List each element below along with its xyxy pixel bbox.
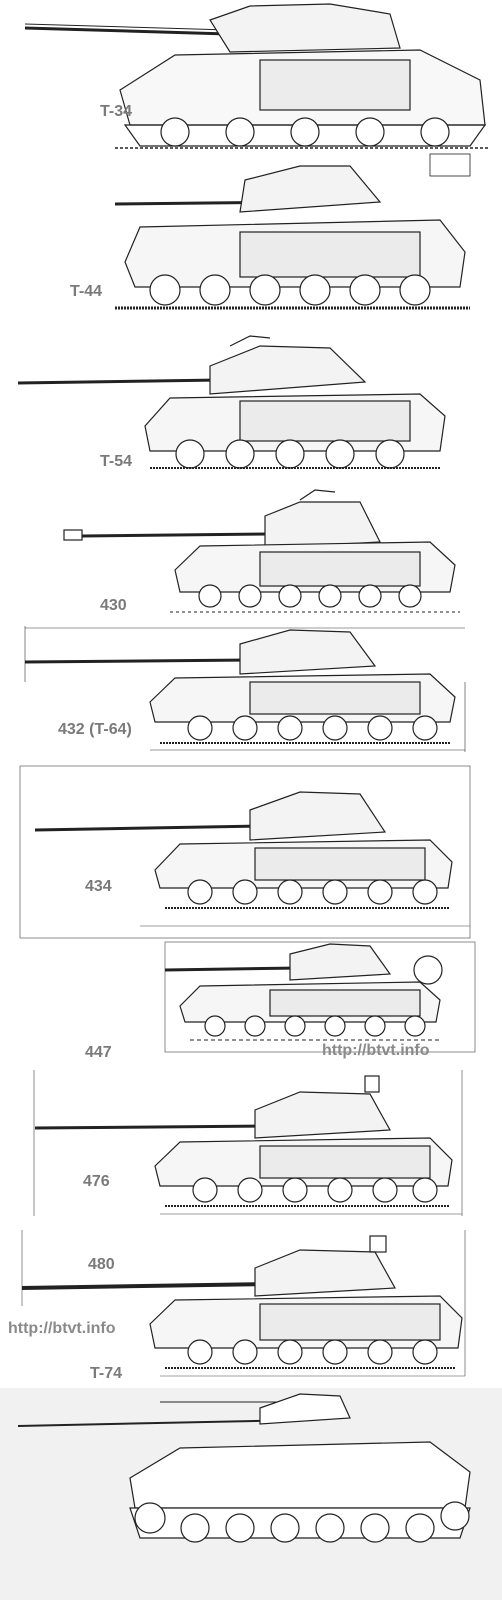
watermark-bottom: http://btvt.info: [8, 1320, 116, 1337]
panel-t34: T-34: [0, 0, 502, 152]
label-t54: T-54: [100, 453, 133, 470]
tank-drawing-476: [33, 1070, 463, 1216]
tank-drawing-480: [21, 1230, 466, 1377]
panel-480: 480 http://btvt.info T-74: [0, 1226, 502, 1388]
label-476: 476: [83, 1173, 110, 1190]
tank-drawing-t34: [24, 3, 490, 149]
label-430: 430: [100, 597, 127, 614]
panel-434: 434: [0, 760, 502, 940]
tank-drawing-final: [17, 1393, 471, 1543]
label-480: 480: [88, 1256, 115, 1273]
label-432: 432 (T-64): [58, 721, 132, 738]
panel-t44: T-44: [0, 152, 502, 316]
watermark-top: http://btvt.info: [322, 1042, 430, 1059]
label-t34: T-34: [100, 103, 133, 120]
tank-drawing-447: [164, 941, 476, 1053]
panel-447: 447 http://btvt.info: [0, 940, 502, 1066]
tank-drawing-430: [63, 489, 460, 613]
tank-drawing-432: [24, 626, 466, 752]
panel-432: 432 (T-64): [0, 622, 502, 760]
label-447: 447: [85, 1044, 112, 1061]
panel-t54: T-54: [0, 316, 502, 480]
tank-drawing-t54: [17, 335, 446, 469]
panel-430: 430: [0, 480, 502, 622]
tank-drawing-434: [19, 765, 471, 939]
label-434: 434: [85, 878, 112, 895]
tank-drawing-t44: [114, 153, 471, 310]
label-t74: T-74: [90, 1365, 123, 1382]
panel-final: [0, 1388, 502, 1600]
label-t44: T-44: [70, 283, 103, 300]
panel-476: 476: [0, 1066, 502, 1226]
